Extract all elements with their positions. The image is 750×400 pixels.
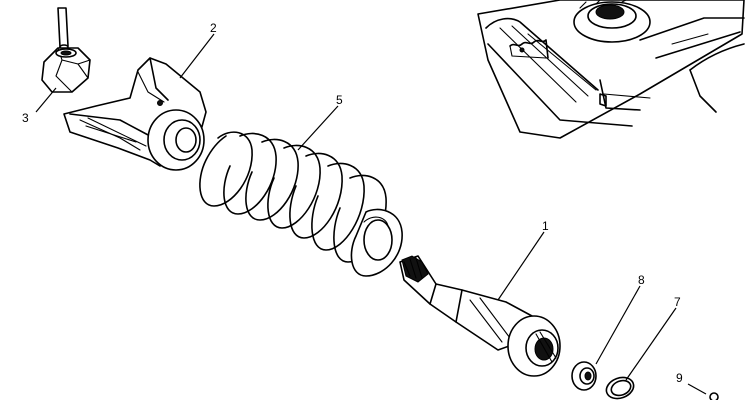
callout-3: 3 bbox=[22, 111, 29, 125]
leader-5 bbox=[297, 105, 339, 151]
leader-lines bbox=[35, 33, 707, 395]
washer-part bbox=[571, 361, 597, 391]
callout-7: 7 bbox=[674, 295, 681, 309]
leader-2 bbox=[179, 33, 215, 79]
o-ring-part bbox=[605, 376, 635, 400]
leader-3 bbox=[35, 87, 57, 113]
track-frame-locator bbox=[477, 0, 745, 139]
fitting-part bbox=[709, 392, 719, 400]
callout-9: 9 bbox=[676, 371, 683, 385]
leader-1 bbox=[497, 231, 545, 301]
callout-5: 5 bbox=[336, 93, 343, 107]
callout-2: 2 bbox=[210, 21, 217, 35]
leader-8 bbox=[595, 285, 641, 365]
leader-7 bbox=[625, 307, 677, 381]
callout-1: 1 bbox=[542, 219, 549, 233]
leader-9 bbox=[687, 383, 707, 395]
roll-pin-part bbox=[57, 7, 69, 50]
recoil-spring-part bbox=[199, 131, 403, 277]
callout-labels: 2 3 5 1 8 7 9 bbox=[22, 21, 683, 385]
piston-rod-part bbox=[399, 255, 561, 377]
callout-8: 8 bbox=[638, 273, 645, 287]
yoke-bracket-part bbox=[63, 57, 207, 171]
hex-nut-part bbox=[41, 47, 91, 93]
